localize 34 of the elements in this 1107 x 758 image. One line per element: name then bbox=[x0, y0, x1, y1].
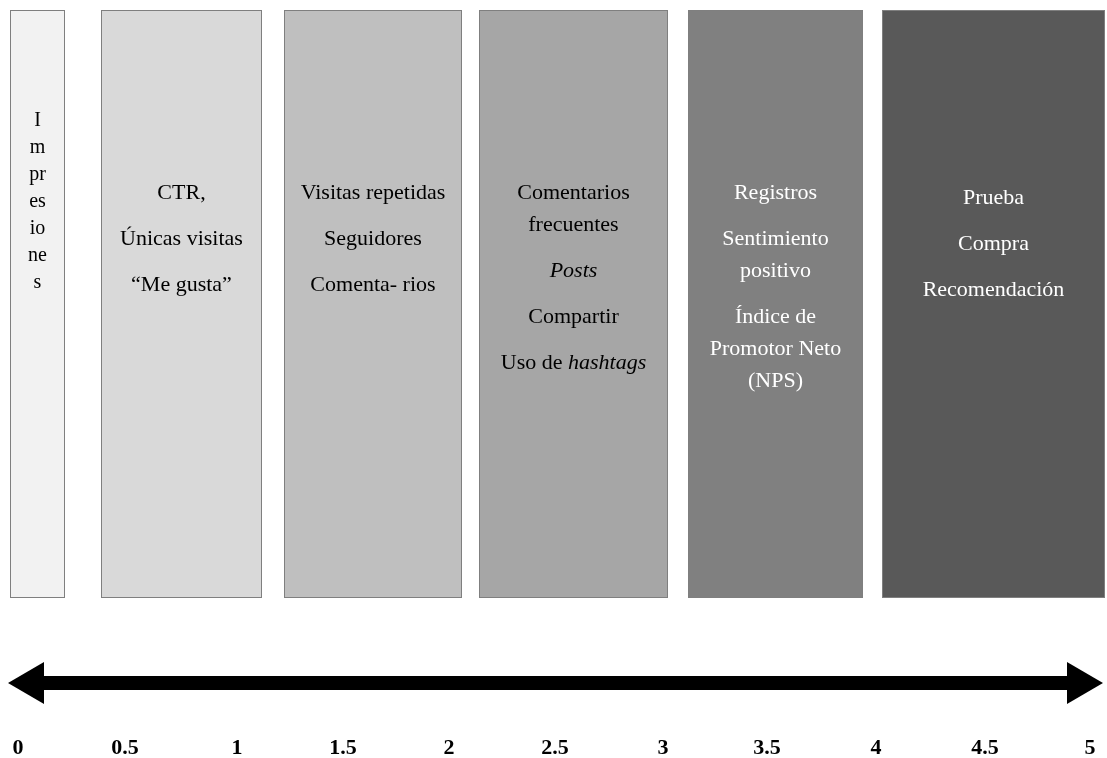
metric-text: Compartir bbox=[527, 302, 620, 330]
scale-tick-label: 3.5 bbox=[753, 733, 781, 758]
column-box bbox=[688, 10, 863, 598]
metric-text: Visitas repetidas bbox=[299, 178, 447, 206]
metric-text: Posts bbox=[548, 256, 599, 284]
scale-tick-label: 0.5 bbox=[111, 733, 139, 758]
metric-text: CTR, bbox=[156, 178, 207, 206]
metric-text: Compra bbox=[957, 229, 1030, 257]
metric-text: Registros bbox=[732, 178, 819, 206]
metric-text: Índice de Promotor Neto (NPS) bbox=[708, 302, 843, 394]
column-box bbox=[479, 10, 668, 598]
metric-text: Prueba bbox=[961, 183, 1026, 211]
column-box bbox=[10, 10, 65, 598]
metric-text: Únicas visitas bbox=[119, 224, 244, 252]
scale-tick-label: 2.5 bbox=[541, 733, 569, 758]
scale-tick-label: 4 bbox=[870, 733, 882, 758]
metric-text: Comentarios frecuentes bbox=[516, 178, 631, 238]
metric-text: Impresiones bbox=[27, 107, 48, 294]
metric-text: Comenta- rios bbox=[309, 270, 437, 298]
metric-text: Sentimiento positivo bbox=[721, 224, 830, 284]
metric-text: Recomendación bbox=[921, 275, 1066, 303]
metric-text: Seguidores bbox=[323, 224, 423, 252]
scale-tick-label: 1 bbox=[231, 733, 243, 758]
scale-tick-label: 5 bbox=[1084, 733, 1096, 758]
column-box bbox=[101, 10, 262, 598]
metric-text: “Me gusta” bbox=[130, 270, 233, 298]
column-box bbox=[882, 10, 1105, 598]
scale-tick-label: 2 bbox=[443, 733, 455, 758]
column-box bbox=[284, 10, 462, 598]
scale-tick-label: 4.5 bbox=[971, 733, 999, 758]
scale-tick-label: 0 bbox=[12, 733, 24, 758]
metric-text: Uso de hashtags bbox=[499, 348, 648, 376]
scale-tick-label: 1.5 bbox=[329, 733, 357, 758]
scale-tick-label: 3 bbox=[657, 733, 669, 758]
